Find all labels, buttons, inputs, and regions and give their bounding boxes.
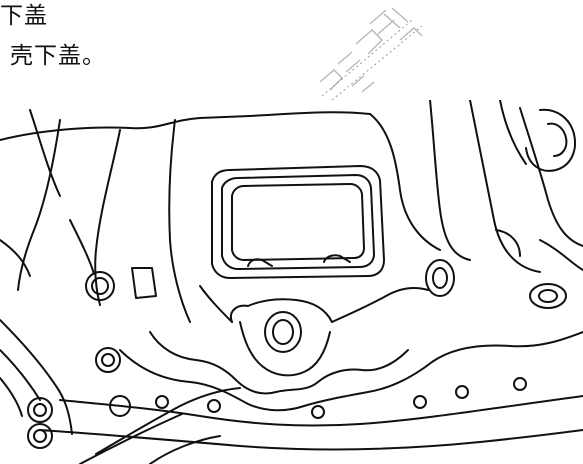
engine-cover-illustration: [0, 100, 583, 464]
section-heading: 下盖: [0, 3, 48, 29]
watermark: [312, 0, 432, 101]
instruction-text: 壳下盖。: [10, 43, 106, 69]
